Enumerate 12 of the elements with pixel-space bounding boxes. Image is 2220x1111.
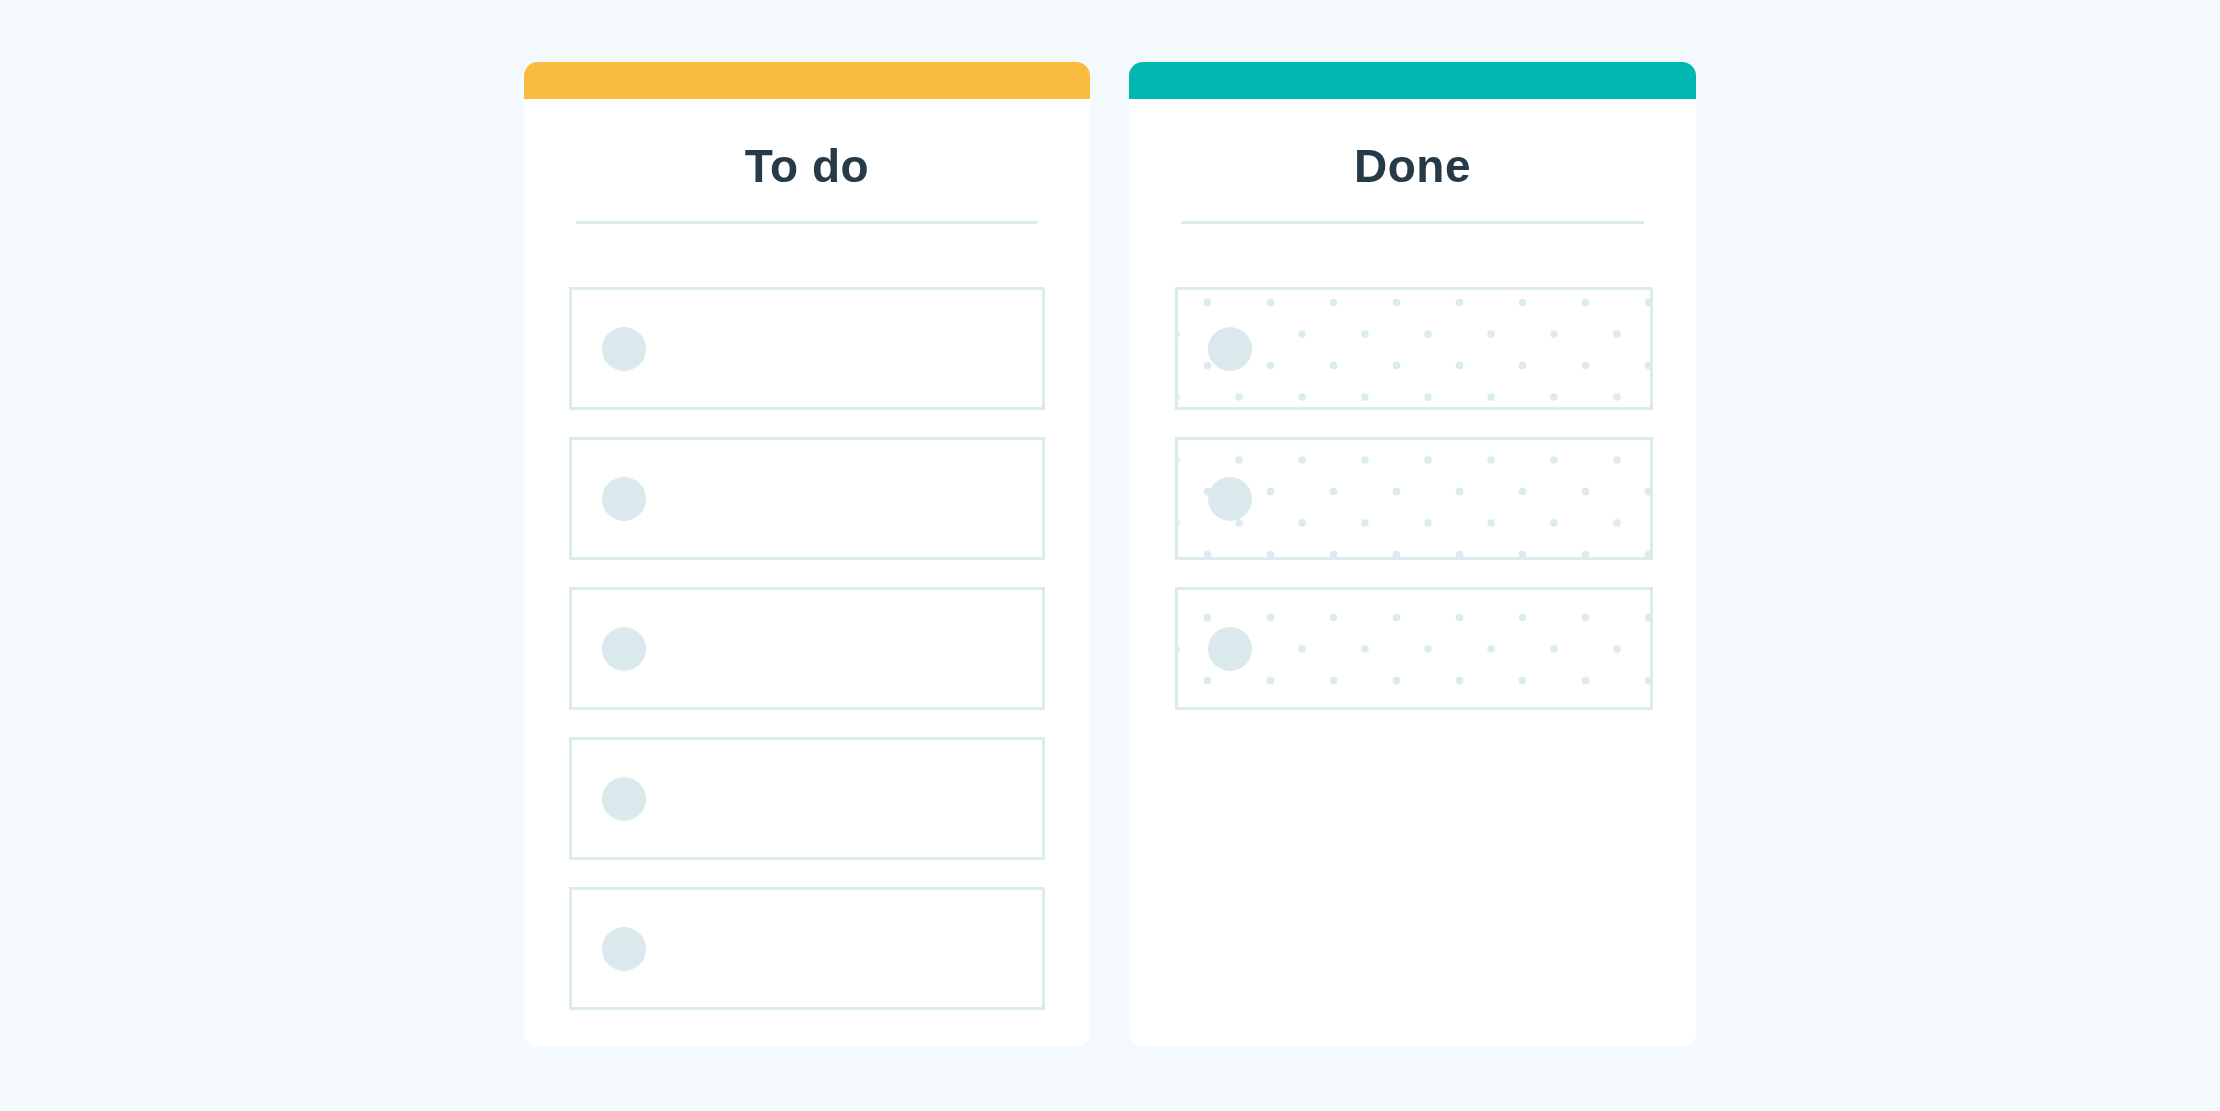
task-card: [569, 287, 1045, 410]
task-card: [569, 887, 1045, 1010]
task-card: [569, 587, 1045, 710]
column-heading: To do: [743, 140, 871, 192]
task-card: [569, 737, 1045, 860]
column-panel: [524, 62, 1090, 1047]
task-card: [1175, 587, 1653, 710]
task-card: [569, 437, 1045, 560]
column-heading: Done: [1353, 140, 1472, 192]
task-card: [1175, 287, 1653, 410]
column-panel: [1129, 62, 1696, 1047]
task-card: [1175, 437, 1653, 560]
